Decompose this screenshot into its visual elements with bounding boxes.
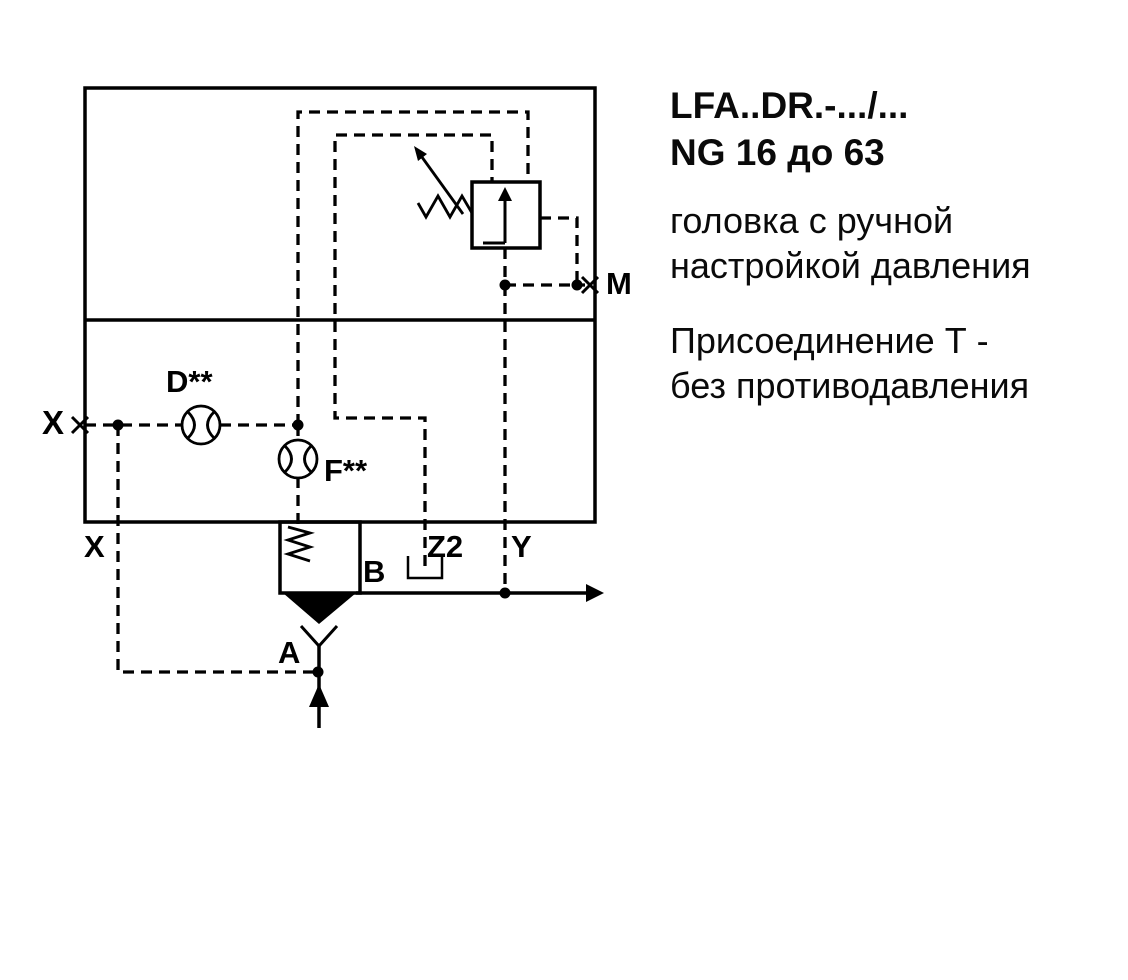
port-label-b: B <box>363 554 386 589</box>
port-label-x-pilot: X <box>42 404 65 441</box>
junction-dots <box>112 279 583 678</box>
pilot-relief-valve <box>470 180 542 250</box>
port-m-plug-icon <box>580 275 600 295</box>
port-label-z2: Z2 <box>427 529 464 564</box>
description-line-4: без противодавления <box>670 365 1030 406</box>
main-cartridge <box>278 520 362 649</box>
component-label-orifice-d: D** <box>166 364 213 399</box>
description-paragraph-1: головка с ручной настройкой давления <box>670 198 1031 288</box>
port-label-x-drain: X <box>84 529 105 564</box>
orifice-f <box>277 438 319 480</box>
port-label-y: Y <box>511 529 532 564</box>
component-label-orifice-f: F** <box>324 453 368 488</box>
port-x-plug-icon <box>70 415 90 435</box>
orifice-d <box>180 404 222 446</box>
description-line-1: головка с ручной <box>670 200 954 241</box>
product-size: NG 16 до 63 <box>670 132 885 173</box>
adjustable-spring <box>414 146 474 220</box>
pilot-control-lines <box>85 110 585 674</box>
port-label-m: M <box>606 266 632 301</box>
port-label-a: A <box>278 635 301 670</box>
main-flow-lines <box>309 584 604 728</box>
product-model: LFA..DR.-.../... <box>670 85 909 126</box>
port-z2-plug <box>406 556 444 580</box>
description-line-2: настройкой давления <box>670 245 1031 286</box>
description-line-3: Присоединение Т - <box>670 320 989 361</box>
product-heading: LFA..DR.-.../... NG 16 до 63 <box>670 82 908 176</box>
description-paragraph-2: Присоединение Т - без противодавления <box>670 318 1029 408</box>
